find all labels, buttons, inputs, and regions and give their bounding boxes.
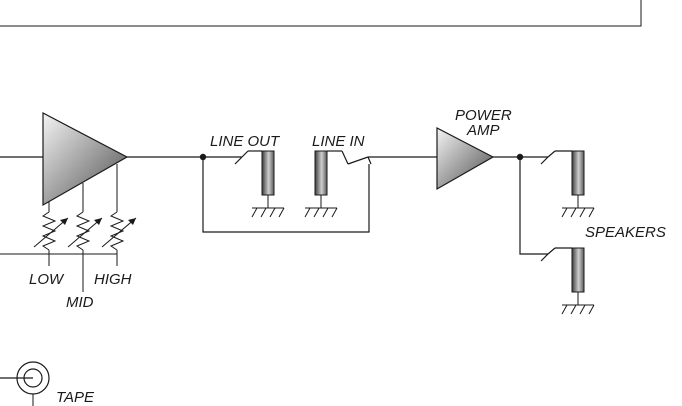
line-in-label: LINE IN [312,133,365,150]
speakers-label: SPEAKERS [585,224,666,241]
power-amp-output-wire [493,153,548,255]
main-signal-wire [127,153,242,161]
eq-amplifier [42,112,129,207]
high-potentiometer [101,211,137,251]
ground-symbol [561,195,595,218]
line-out-label: LINE OUT [210,133,281,150]
power-amplifier [436,127,495,191]
eq-lower-wiring [0,250,118,292]
high-label: HIGH [94,271,132,288]
mid-potentiometer [67,211,103,251]
low-potentiometer [33,211,69,251]
speaker-jack-1[interactable] [540,150,595,218]
tape-label: TAPE [56,389,95,406]
top-panel-frame [0,0,642,27]
speaker-jack-2[interactable] [540,247,595,315]
power-label: POWER [455,107,512,124]
amp-label: AMP [466,122,500,139]
eq-potentiometers [33,211,137,251]
bypass-loop-wire [202,157,370,233]
mid-label: MID [66,294,94,311]
line-in-jack[interactable] [304,150,372,218]
line-out-jack[interactable] [234,150,285,218]
low-label: LOW [29,271,65,288]
ground-symbol [561,292,595,315]
ground-symbol [251,195,285,218]
tape-connector[interactable] [0,361,50,406]
ground-symbol [304,195,338,218]
eq-control-taps [48,164,118,212]
